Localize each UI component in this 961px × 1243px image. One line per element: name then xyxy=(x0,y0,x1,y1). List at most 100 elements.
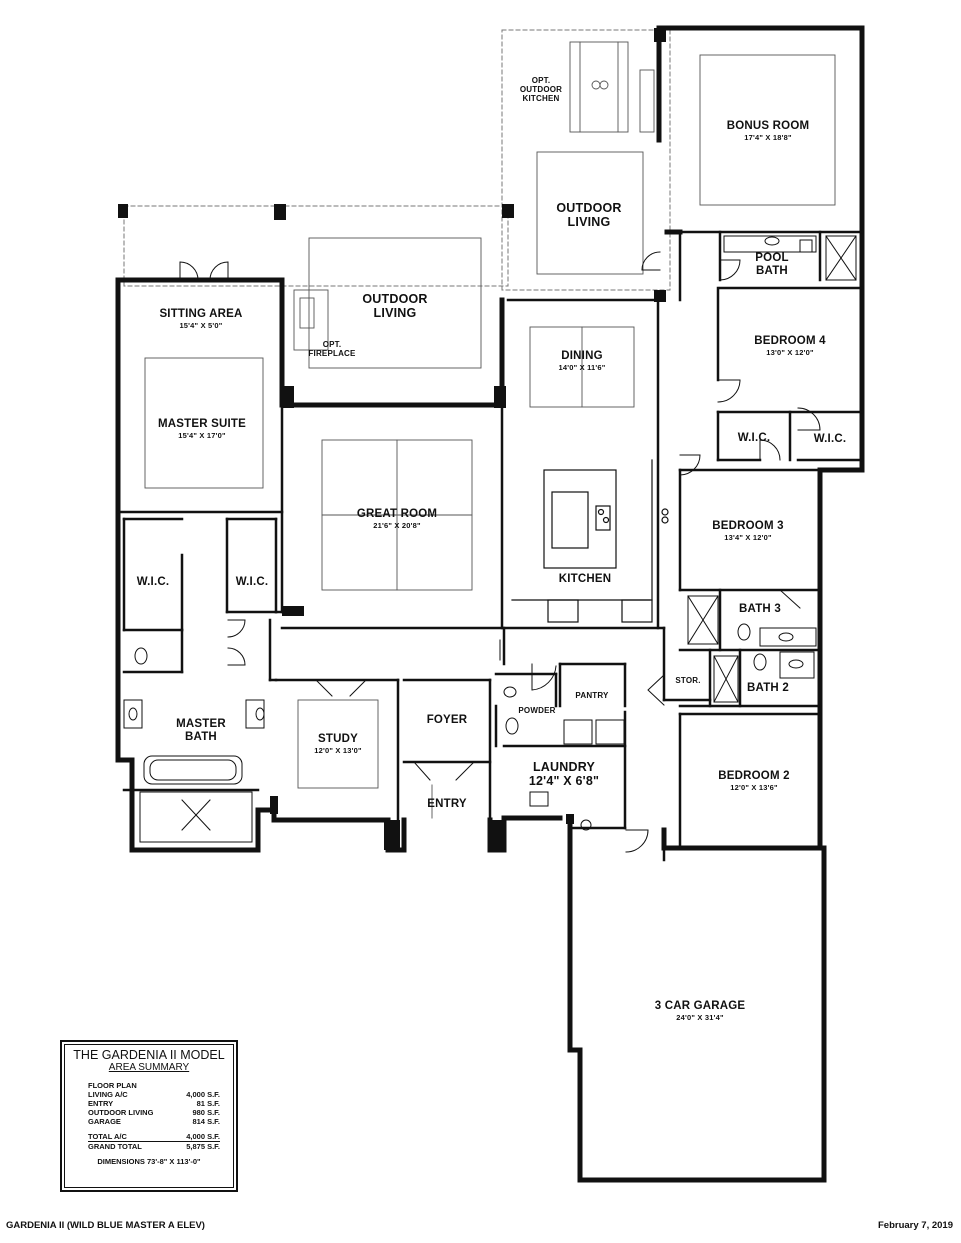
room-dimensions: 12'4" X 6'8" xyxy=(528,774,600,788)
exterior-walls xyxy=(115,25,865,1183)
floor-plan-heading: FLOOR PLAN xyxy=(88,1081,137,1090)
room-label-study: STUDY 12'0" X 13'0" xyxy=(314,733,361,755)
room-label-entry: ENTRY xyxy=(427,798,467,811)
label-line: OUTDOOR xyxy=(519,85,563,94)
room-name: SITTING AREA xyxy=(159,308,243,320)
room-label-bonus-room: BONUS ROOM 17'4" X 18'8" xyxy=(727,120,810,142)
ceiling-outlines xyxy=(144,54,836,819)
room-dimensions: 21'6" X 20'8" xyxy=(373,521,421,530)
room-label-master-suite: MASTER SUITE 15'4" X 17'0" xyxy=(158,418,246,440)
area-summary-heading: AREA SUMMARY xyxy=(108,1062,190,1073)
room-name: W.I.C. xyxy=(136,576,170,588)
kitchen-fixtures xyxy=(511,459,669,623)
summary-row: GARAGE 814 S.F. xyxy=(70,1117,228,1126)
room-name: BONUS ROOM xyxy=(726,120,810,132)
room-label-wic-bed4-left: W.I.C. xyxy=(738,432,771,445)
room-name: GREAT ROOM xyxy=(356,508,438,520)
room-name: STUDY xyxy=(318,733,358,745)
room-name: W.I.C. xyxy=(813,433,847,445)
room-dimensions: 15'4" X 5'0" xyxy=(179,321,223,330)
room-label-laundry: LAUNDRY 12'4" X 6'8" xyxy=(529,760,599,788)
room-name: LAUNDRY xyxy=(532,760,596,774)
fireplace xyxy=(293,289,329,351)
room-label-wic-master-right: W.I.C. xyxy=(236,576,269,589)
room-name: FOYER xyxy=(426,714,468,726)
summary-value: 814 S.F. xyxy=(192,1117,220,1126)
room-dimensions: 14'0" X 11'6" xyxy=(558,363,606,372)
label-line: LIVING xyxy=(373,306,417,320)
room-label-outdoor-living-upper: OUTDOOR LIVING xyxy=(556,201,621,229)
room-name: BEDROOM 4 xyxy=(754,335,826,347)
room-label-bedroom-3: BEDROOM 3 13'4" X 12'0" xyxy=(712,520,783,542)
windows xyxy=(119,49,861,1171)
room-dimensions: 13'0" X 12'0" xyxy=(766,348,814,357)
room-name: STOR. xyxy=(675,676,701,685)
lanai-outline xyxy=(123,29,671,291)
summary-row: LIVING A/C 4,000 S.F. xyxy=(70,1090,228,1099)
summary-value: 980 S.F. xyxy=(192,1108,220,1117)
room-name: DINING xyxy=(561,350,603,362)
room-label-master-bath: MASTER BATH xyxy=(176,718,226,744)
outdoor-kitchen xyxy=(569,41,655,133)
room-name: ENTRY xyxy=(427,798,467,810)
room-label-bath-3: BATH 3 xyxy=(739,603,781,616)
label-line: MASTER xyxy=(176,718,226,730)
summary-label: OUTDOOR LIVING xyxy=(88,1108,154,1117)
summary-total-row: TOTAL A/C 4,000 S.F. xyxy=(70,1132,228,1141)
label-line: OPT. xyxy=(322,340,342,349)
overall-dimensions: DIMENSIONS 73'-8" X 113'-0" xyxy=(97,1157,201,1166)
interior-walls xyxy=(116,230,864,862)
room-label-bedroom-2: BEDROOM 2 12'0" X 13'6" xyxy=(718,770,789,792)
room-label-wic-master-left: W.I.C. xyxy=(137,576,170,589)
room-label-bath-2: BATH 2 xyxy=(747,682,789,695)
room-dimensions: 17'4" X 18'8" xyxy=(744,133,792,142)
room-name: PANTRY xyxy=(575,691,609,700)
room-name: BATH 2 xyxy=(747,682,789,694)
room-label-pantry: PANTRY xyxy=(575,691,608,700)
room-name: BEDROOM 2 xyxy=(718,770,790,782)
room-dimensions: 15'4" X 17'0" xyxy=(178,431,226,440)
columns xyxy=(118,28,666,850)
summary-label: GARAGE xyxy=(88,1117,121,1126)
room-label-garage: 3 CAR GARAGE 24'0" X 31'4" xyxy=(655,1000,746,1022)
room-label-outdoor-living-main: OUTDOOR LIVING xyxy=(362,292,427,320)
summary-total-row: GRAND TOTAL 5,875 S.F. xyxy=(70,1142,228,1151)
summary-row: OUTDOOR LIVING 980 S.F. xyxy=(70,1108,228,1117)
label-line: BATH xyxy=(756,265,788,277)
room-dimensions: 12'0" X 13'0" xyxy=(314,746,362,755)
room-label-pool-bath: POOL BATH xyxy=(755,252,788,278)
label-line: OUTDOOR xyxy=(556,201,622,215)
summary-value: 4,000 S.F. xyxy=(186,1132,220,1141)
footer-plan-name: GARDENIA II (WILD BLUE MASTER A ELEV) xyxy=(6,1220,205,1231)
room-name: MASTER SUITE xyxy=(157,418,247,430)
room-name: W.I.C. xyxy=(235,576,269,588)
room-name: BEDROOM 3 xyxy=(712,520,784,532)
model-title: THE GARDENIA II MODEL xyxy=(73,1048,225,1062)
summary-label: TOTAL A/C xyxy=(88,1132,127,1141)
room-label-dining: DINING 14'0" X 11'6" xyxy=(558,350,605,372)
room-label-stor: STOR. xyxy=(675,676,700,685)
room-label-bedroom-4: BEDROOM 4 13'0" X 12'0" xyxy=(754,335,825,357)
summary-divider xyxy=(88,1141,220,1142)
room-label-sitting-area: SITTING AREA 15'4" X 5'0" xyxy=(159,308,242,330)
room-name: 3 CAR GARAGE xyxy=(654,1000,746,1012)
bath-fixtures xyxy=(123,235,857,843)
room-name: W.I.C. xyxy=(737,432,771,444)
room-dimensions: 12'0" X 13'6" xyxy=(730,783,778,792)
summary-value: 5,875 S.F. xyxy=(186,1142,220,1151)
room-dimensions: 13'4" X 12'0" xyxy=(724,533,772,542)
area-summary-box: THE GARDENIA II MODEL AREA SUMMARY FLOOR… xyxy=(60,1040,238,1192)
label-line: BATH xyxy=(185,731,217,743)
summary-label: LIVING A/C xyxy=(88,1090,128,1099)
room-label-wic-bed4-right: W.I.C. xyxy=(814,433,847,446)
label-line: OUTDOOR xyxy=(362,292,428,306)
room-label-foyer: FOYER xyxy=(427,714,468,727)
summary-label: GRAND TOTAL xyxy=(88,1142,142,1151)
summary-value: 4,000 S.F. xyxy=(186,1090,220,1099)
room-name: POWDER xyxy=(518,706,556,715)
label-line: POOL xyxy=(755,252,789,264)
label-line: KITCHEN xyxy=(522,94,560,103)
footer-date: February 7, 2019 xyxy=(878,1220,953,1231)
room-name: KITCHEN xyxy=(558,573,612,585)
